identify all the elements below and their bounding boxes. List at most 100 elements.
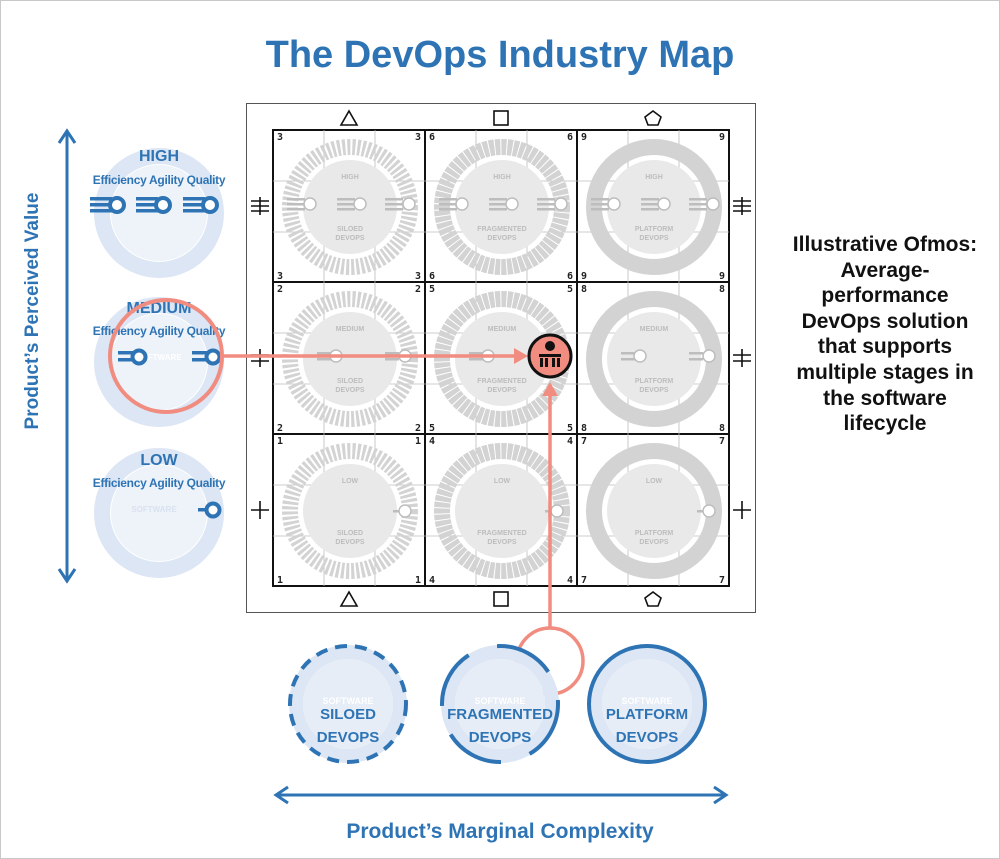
triangle-icon bbox=[339, 590, 359, 607]
cell-number-tl: 4 bbox=[429, 436, 436, 447]
grid-cell-8: 8 8 8 8 MEDIUM PLATFORM DEVOPS bbox=[579, 284, 729, 434]
square-icon bbox=[493, 110, 509, 126]
platform-ring bbox=[587, 644, 707, 764]
cell-number-tr: 2 bbox=[414, 284, 421, 295]
cell-type: SILOED bbox=[336, 530, 364, 537]
cell-number-bl: 9 bbox=[581, 271, 588, 282]
cell-devops: DEVOPS bbox=[335, 387, 365, 394]
single-bar-cross-icon bbox=[251, 501, 269, 519]
cell-number-br: 9 bbox=[718, 271, 725, 282]
cell-number-bl: 4 bbox=[429, 575, 436, 586]
cell-number-bl: 7 bbox=[581, 575, 588, 586]
platform-label: PLATFORM DEVOPS bbox=[577, 704, 717, 749]
cell-type: PLATFORM bbox=[634, 530, 674, 537]
team-people-icon bbox=[527, 333, 573, 379]
triple-bar-cross-icon bbox=[251, 197, 269, 215]
cell-level: LOW bbox=[493, 478, 511, 485]
grid-cell-5: 5 5 5 5 MEDIUM FRAGMENTED DEVOPS bbox=[427, 284, 577, 434]
cell-number-bl: 2 bbox=[277, 423, 284, 434]
cell-number-tl: 1 bbox=[277, 436, 284, 447]
cell-type: FRAGMENTED bbox=[477, 530, 527, 537]
cell-level: LOW bbox=[341, 478, 359, 485]
cell-devops: DEVOPS bbox=[487, 387, 517, 394]
cell-type: FRAGMENTED bbox=[477, 226, 527, 233]
pentagon-icon bbox=[644, 591, 662, 607]
siloed-line2: DEVOPS bbox=[316, 728, 380, 746]
triple-bar-cross-icon bbox=[733, 197, 751, 215]
grid-cell-3: 3 3 3 3 HIGH SILOED DEVOPS bbox=[275, 132, 425, 282]
triangle-icon bbox=[339, 109, 359, 126]
cell-number-tl: 9 bbox=[581, 132, 588, 143]
cell-number-bl: 1 bbox=[277, 575, 284, 586]
cell-number-tr: 3 bbox=[414, 132, 421, 143]
fragmented-software-text: SOFTWARE bbox=[474, 696, 526, 706]
medium-quality-icons bbox=[118, 348, 222, 366]
cell-number-tl: 3 bbox=[277, 132, 284, 143]
cell-devops: DEVOPS bbox=[335, 235, 365, 242]
fragmented-line2: DEVOPS bbox=[468, 728, 532, 746]
cell-level: HIGH bbox=[645, 174, 663, 181]
pentagon-icon bbox=[644, 110, 662, 126]
cell-number-br: 1 bbox=[414, 575, 421, 586]
y-axis-arrow bbox=[57, 128, 77, 584]
cell-number-tl: 8 bbox=[581, 284, 588, 295]
industry-map-grid: 3 3 3 3 HIGH SILOED DEVOPS 6 6 6 6 HIGH … bbox=[246, 103, 756, 613]
low-quality-icon bbox=[198, 501, 222, 519]
illustrative-note: Illustrative Ofmos: Average-performance … bbox=[792, 233, 978, 436]
siloed-ring bbox=[288, 644, 408, 764]
cell-ring bbox=[586, 139, 722, 275]
cell-number-br: 2 bbox=[414, 423, 421, 434]
siloed-software-text: SOFTWARE bbox=[322, 696, 374, 706]
platform-line2: DEVOPS bbox=[615, 728, 679, 746]
high-qualities: Efficiency Agility Quality bbox=[92, 173, 226, 187]
cell-number-tr: 9 bbox=[718, 132, 725, 143]
cell-ring bbox=[434, 443, 570, 579]
cell-type: PLATFORM bbox=[634, 226, 674, 233]
cell-number-tr: 7 bbox=[718, 436, 725, 447]
cell-level: MEDIUM bbox=[335, 326, 365, 333]
cell-type: SILOED bbox=[336, 226, 364, 233]
x-axis-label: Product’s Marginal Complexity bbox=[346, 820, 654, 843]
fragmented-ring bbox=[440, 644, 560, 764]
cell-number-br: 7 bbox=[718, 575, 725, 586]
cell-ring bbox=[586, 443, 722, 579]
siloed-label: SILOED DEVOPS bbox=[278, 704, 418, 749]
single-bar-cross-icon bbox=[733, 501, 751, 519]
high-label: HIGH bbox=[139, 148, 179, 165]
cell-number-tr: 8 bbox=[718, 284, 725, 295]
low-label: LOW bbox=[140, 452, 178, 469]
grid-cell-6: 6 6 6 6 HIGH FRAGMENTED DEVOPS bbox=[427, 132, 577, 282]
cell-ring bbox=[586, 291, 722, 427]
cell-type: SILOED bbox=[336, 378, 364, 385]
cell-number-bl: 5 bbox=[429, 423, 436, 434]
cell-devops: DEVOPS bbox=[639, 387, 669, 394]
grid-cell-9: 9 9 9 9 HIGH PLATFORM DEVOPS bbox=[579, 132, 729, 282]
cell-devops: DEVOPS bbox=[639, 235, 669, 242]
cell-level: HIGH bbox=[493, 174, 511, 181]
cell-ring bbox=[282, 139, 418, 275]
cell-number-tr: 4 bbox=[566, 436, 573, 447]
medium-qualities: Efficiency Agility Quality bbox=[92, 324, 226, 338]
x-axis-arrow bbox=[273, 785, 729, 805]
low-qualities: Efficiency Agility Quality bbox=[92, 476, 226, 490]
cell-number-br: 4 bbox=[566, 575, 573, 586]
platform-line1: PLATFORM bbox=[605, 706, 689, 723]
platform-software-text: SOFTWARE bbox=[621, 696, 673, 706]
cell-number-tl: 5 bbox=[429, 284, 436, 295]
cell-devops: DEVOPS bbox=[487, 539, 517, 546]
low-software-text: SOFTWARE bbox=[131, 505, 177, 514]
fragmented-line1: FRAGMENTED bbox=[447, 706, 553, 723]
cell-level: MEDIUM bbox=[639, 326, 669, 333]
cell-type: PLATFORM bbox=[634, 378, 674, 385]
page-title: The DevOps Industry Map bbox=[265, 34, 735, 76]
fragmented-label: FRAGMENTED DEVOPS bbox=[430, 704, 570, 749]
cell-number-br: 5 bbox=[566, 423, 573, 434]
cell-number-tr: 6 bbox=[566, 132, 573, 143]
grid-cell-1: 1 1 1 1 LOW SILOED DEVOPS bbox=[275, 436, 425, 586]
square-icon bbox=[493, 591, 509, 607]
cell-devops: DEVOPS bbox=[487, 235, 517, 242]
cell-number-tl: 2 bbox=[277, 284, 284, 295]
cell-ring bbox=[282, 443, 418, 579]
cell-number-br: 6 bbox=[566, 271, 573, 282]
